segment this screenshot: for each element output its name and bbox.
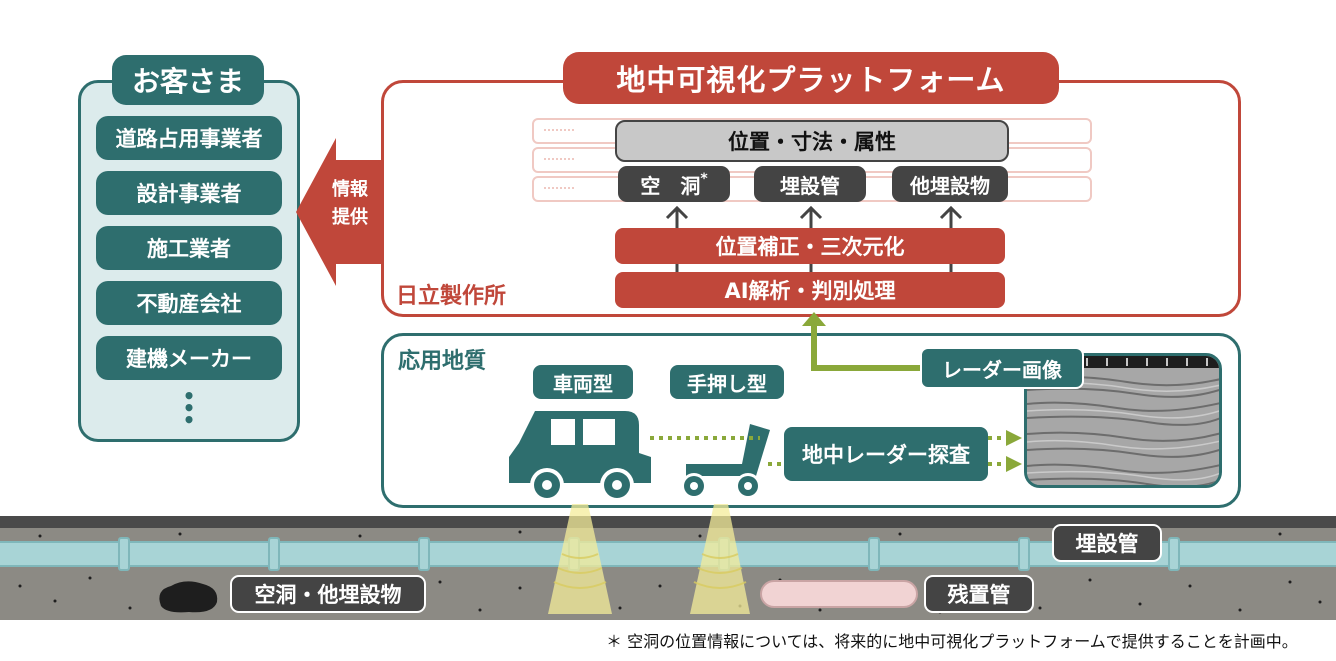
attributes-box: 位置・寸法・属性 — [615, 120, 1009, 162]
cavity-shape — [159, 581, 218, 613]
server-indicator — [544, 187, 574, 191]
info-provision-label: 情報提供 — [332, 179, 368, 228]
residual-pipe — [760, 580, 918, 608]
radar-beams — [548, 504, 750, 614]
vehicle-type-label: 車両型 — [533, 365, 633, 399]
platform-title: 地中可視化プラットフォーム — [563, 52, 1059, 104]
pipe-joint — [118, 537, 130, 571]
server-indicator — [544, 129, 574, 133]
gpr-survey-label: 地中レーダー探査 — [784, 427, 988, 481]
van-icon — [509, 411, 651, 502]
info-provision-arrow — [296, 138, 386, 286]
more-ellipsis: ••• — [182, 384, 196, 432]
customers-title: お客さま — [112, 55, 264, 105]
push-type-label: 手押し型 — [670, 365, 784, 399]
pipe-joint — [1168, 537, 1180, 571]
survey-dotted-arrows — [650, 430, 1022, 472]
radar-image-label: レーダー画像 — [920, 347, 1084, 389]
customer-item-machinery: 建機メーカー — [96, 336, 282, 380]
pipe-joint — [1018, 537, 1030, 571]
pipe-joint — [418, 537, 430, 571]
radar-image — [1024, 353, 1222, 488]
residual-pipe-label: 残置管 — [924, 575, 1034, 613]
road-surface — [0, 516, 1336, 528]
customer-item-construction: 施工業者 — [96, 226, 282, 270]
customer-item-road-occupancy: 道路占用事業者 — [96, 116, 282, 160]
process-ai-analysis: AI解析・判別処理 — [615, 272, 1005, 308]
buried-pipe-label: 埋設管 — [1052, 524, 1162, 562]
geology-company-label: 応用地質 — [398, 349, 487, 374]
output-buried-pipe: 埋設管 — [754, 166, 866, 202]
footnote: ＊ 空洞の位置情報については、将来的に地中可視化プラットフォームで提供することを… — [606, 632, 1298, 651]
radar-to-platform-arrow — [802, 312, 920, 371]
output-other-buried: 他埋設物 — [892, 166, 1008, 202]
pipe-joint — [868, 537, 880, 571]
output-cavity: 空 洞* — [618, 166, 730, 202]
server-indicator — [544, 158, 574, 162]
process-position-3d: 位置補正・三次元化 — [615, 228, 1005, 264]
customer-item-design: 設計事業者 — [96, 171, 282, 215]
platform-company-label: 日立製作所 — [396, 284, 507, 309]
pipe-joint — [268, 537, 280, 571]
cavity-other-label: 空洞・他埋設物 — [230, 575, 426, 613]
customer-item-real-estate: 不動産会社 — [96, 281, 282, 325]
